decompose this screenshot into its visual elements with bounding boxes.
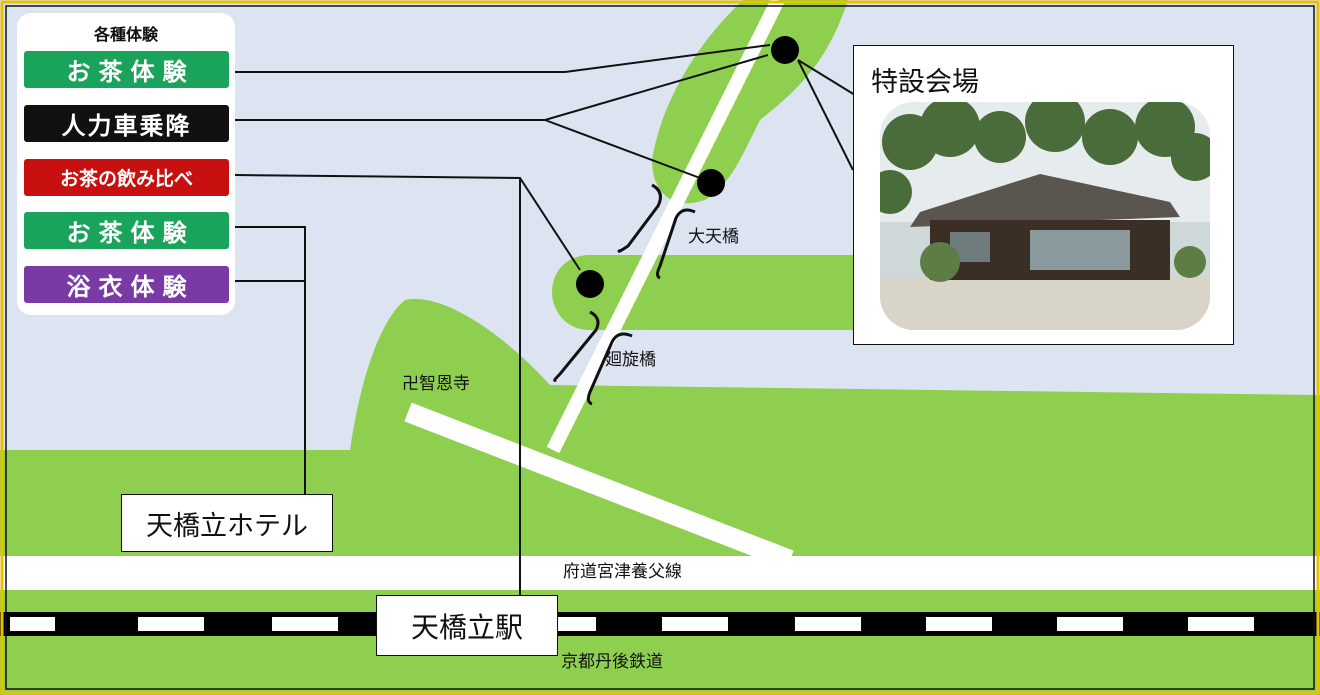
- sandbar-island: [552, 255, 660, 330]
- bridge-bracket-turn-right: [586, 332, 633, 406]
- legend-tea-experience-1: お茶体験: [24, 51, 229, 88]
- label-daitenkyo-bridge: 大天橋: [688, 227, 739, 247]
- sandbar-middle: [640, 255, 860, 330]
- diagonal-road: [404, 402, 794, 570]
- prefectural-road: [0, 556, 1320, 590]
- experience-legend: 各種体験 お茶体験 人力車乗降 お茶の飲み比べ お茶体験 浴衣体験: [17, 13, 235, 315]
- special-venue-callout: 特設会場: [853, 45, 1234, 345]
- venue-title: 特設会場: [871, 67, 979, 98]
- label-railway: 京都丹後鉄道: [561, 652, 663, 672]
- label-hotel: 天橋立ホテル: [121, 494, 333, 552]
- label-prefectural-road: 府道宮津養父線: [563, 562, 682, 582]
- legend-yukata: 浴衣体験: [24, 266, 229, 303]
- sandbar-path: [546, 0, 785, 454]
- legend-tea-tasting: お茶の飲み比べ: [24, 159, 229, 196]
- bridge-bracket-big-left: [617, 183, 662, 253]
- label-chionji-temple: 卍智恩寺: [402, 374, 470, 394]
- venue-marker-top: [771, 36, 799, 64]
- venue-photo: [880, 102, 1210, 330]
- leader-lines: [234, 44, 856, 595]
- railway-dashes: [10, 617, 1254, 631]
- legend-rickshaw: 人力車乗降: [24, 105, 229, 142]
- venue-marker-middle: [697, 169, 725, 197]
- legend-tea-experience-2: お茶体験: [24, 212, 229, 249]
- land-south: [0, 298, 1320, 695]
- bridge-bracket-big-right: [656, 208, 696, 280]
- legend-title: 各種体験: [93, 25, 158, 44]
- label-station: 天橋立駅: [376, 595, 558, 656]
- venue-marker-island: [576, 270, 604, 298]
- bridge-bracket-turn-left: [553, 310, 600, 382]
- label-kaisenkyo-bridge: 廻旋橋: [605, 350, 656, 370]
